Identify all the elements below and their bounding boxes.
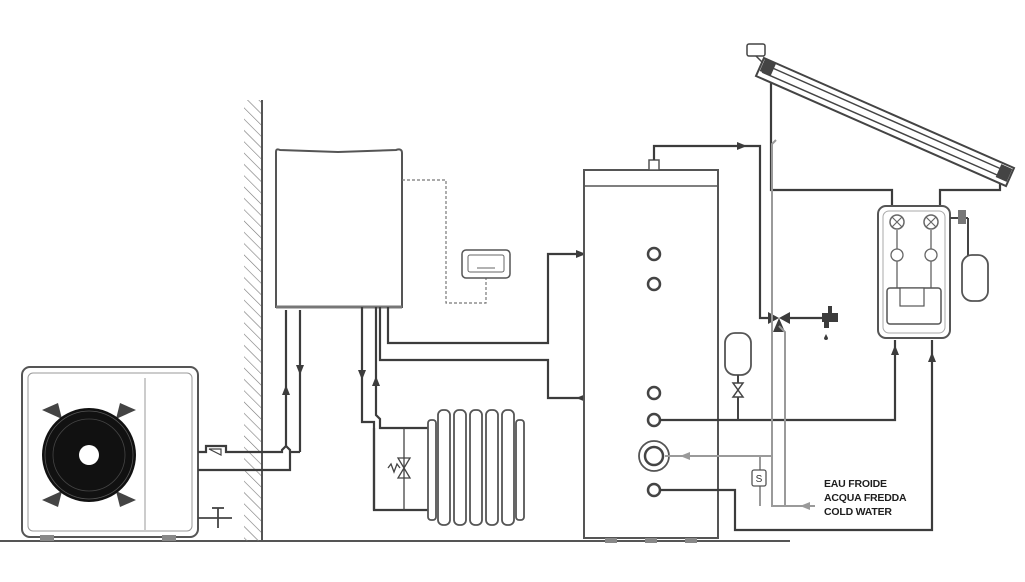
legend-line-2: ACQUA FREDDA [824, 492, 907, 504]
radiator-icon [427, 409, 525, 526]
heat-pump-pipes [198, 310, 302, 472]
sensor-label: S [756, 474, 763, 485]
legend-line-1: EAU FROIDE [824, 478, 887, 490]
solar-vessel-icon [950, 210, 989, 302]
storage-tank-icon [583, 159, 719, 543]
wall [244, 100, 263, 541]
flow-arrows [282, 365, 304, 395]
sensor-box: S [751, 469, 767, 487]
flow-arrows-solar [891, 345, 936, 362]
valve-icon [731, 382, 745, 398]
legend-line-3: COLD WATER [824, 506, 892, 518]
hot-water-pipes [652, 144, 822, 320]
check-valve-icon [208, 448, 222, 456]
heat-pump-icon [21, 366, 199, 541]
thermostat-icon [461, 249, 511, 279]
solar-station-icon [877, 205, 951, 339]
cold-water-legend: EAU FROIDE ACQUA FREDDA COLD WATER [824, 478, 907, 518]
bypass-valve-icon [387, 428, 412, 510]
flow-arrows-cold [680, 452, 810, 510]
fan-icon [42, 403, 136, 507]
air-vent-icon [746, 43, 766, 63]
flow-arrow-hot [737, 142, 747, 150]
drain-valve-icon [198, 507, 232, 528]
cold-water-pipes [665, 139, 815, 507]
solar-panel-icon [754, 56, 1016, 188]
tap-icon [822, 306, 838, 340]
expansion-vessel-icon [724, 332, 752, 420]
boiler-icon [275, 148, 403, 309]
control-wire [402, 179, 487, 304]
